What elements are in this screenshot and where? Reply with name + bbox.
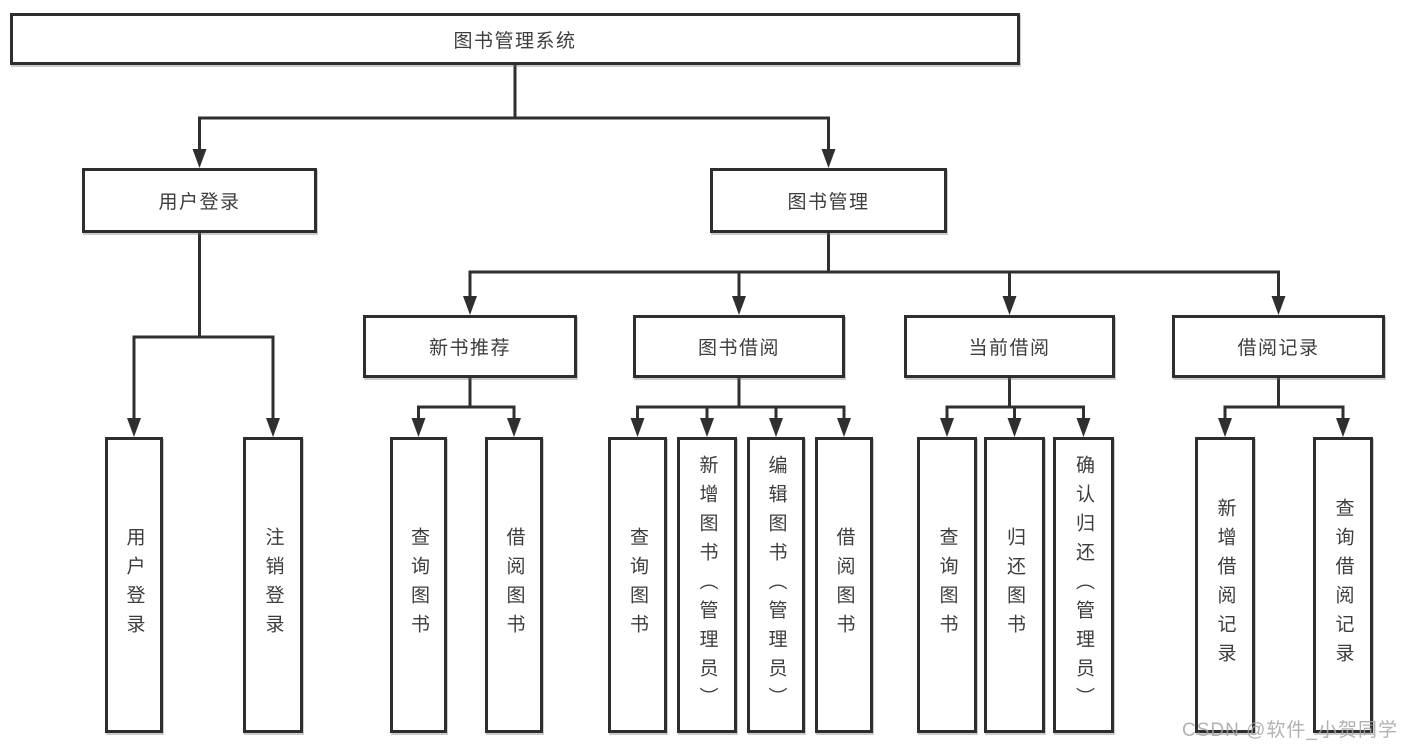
node-label: 用户登录: [123, 527, 145, 643]
node-label: 借阅图书: [503, 527, 525, 643]
arrowhead: [1002, 296, 1017, 315]
node-current-borrow: 当前借阅: [904, 315, 1115, 378]
node-label: 新增借阅记录: [1214, 498, 1236, 672]
node-label: 图书借阅: [697, 338, 780, 359]
node-label: 确认归还（管理员）: [1073, 454, 1094, 716]
arrowhead: [411, 418, 426, 437]
node-label: 借阅记录: [1237, 338, 1320, 359]
node-root: 图书管理系统: [10, 13, 1020, 65]
arrowhead: [463, 296, 477, 315]
arrowhead: [127, 418, 141, 437]
node-br-add-record: 新增借阅记录: [1195, 437, 1255, 733]
arrowhead: [700, 418, 714, 437]
node-sub-user-login: 用户登录: [105, 437, 163, 733]
arrowhead: [1218, 418, 1232, 437]
node-label: 查询图书: [936, 527, 958, 643]
node-label: 图书管理: [787, 192, 870, 213]
node-label: 借阅图书: [833, 527, 855, 643]
node-user-login: 用户登录: [82, 168, 317, 233]
arrowhead: [940, 418, 954, 437]
arrowhead: [1007, 418, 1022, 437]
arrowhead: [266, 418, 280, 437]
node-new-book-rec: 新书推荐: [363, 315, 577, 378]
arrowhead: [507, 418, 521, 437]
node-cb-confirm-return: 确认归还（管理员）: [1053, 437, 1114, 733]
node-label: 查询借阅记录: [1332, 498, 1354, 672]
node-label: 用户登录: [158, 192, 241, 213]
node-rec-borrow-books: 借阅图书: [485, 437, 543, 733]
arrowhead: [1336, 418, 1350, 437]
node-borrow-records: 借阅记录: [1172, 315, 1385, 378]
node-rec-query-books: 查询图书: [390, 437, 447, 733]
watermark: CSDN @软件_小贺同学: [1182, 720, 1398, 741]
node-label: 当前借阅: [968, 338, 1051, 359]
arrowhead: [821, 149, 836, 168]
node-cb-return-books: 归还图书: [984, 437, 1045, 733]
node-label: 编辑图书（管理员）: [765, 454, 787, 716]
node-sub-logout: 注销登录: [243, 437, 303, 733]
node-cb-query-books: 查询图书: [917, 437, 977, 733]
arrowhead: [192, 149, 207, 168]
node-label: 查询图书: [408, 527, 429, 643]
node-bb-query-books: 查询图书: [608, 437, 667, 733]
arrowhead: [630, 418, 645, 437]
node-bb-add-books: 新增图书（管理员）: [677, 437, 737, 733]
node-book-borrow: 图书借阅: [633, 315, 845, 378]
arrowhead: [1271, 296, 1286, 315]
arrowhead: [837, 418, 851, 437]
node-label: 查询图书: [627, 527, 648, 643]
arrowhead: [732, 296, 746, 315]
node-label: 注销登录: [262, 527, 284, 643]
node-label: 归还图书: [1004, 527, 1025, 643]
node-label: 新书推荐: [428, 338, 511, 359]
arrowhead: [769, 418, 783, 437]
node-book-mgmt: 图书管理: [710, 168, 947, 233]
node-bb-borrow-books: 借阅图书: [815, 437, 873, 733]
node-label: 图书管理系统: [453, 30, 577, 52]
arrowhead: [1076, 418, 1091, 437]
node-bb-edit-books: 编辑图书（管理员）: [747, 437, 805, 733]
node-br-query-record: 查询借阅记录: [1313, 437, 1373, 733]
node-label: 新增图书（管理员）: [696, 454, 718, 716]
